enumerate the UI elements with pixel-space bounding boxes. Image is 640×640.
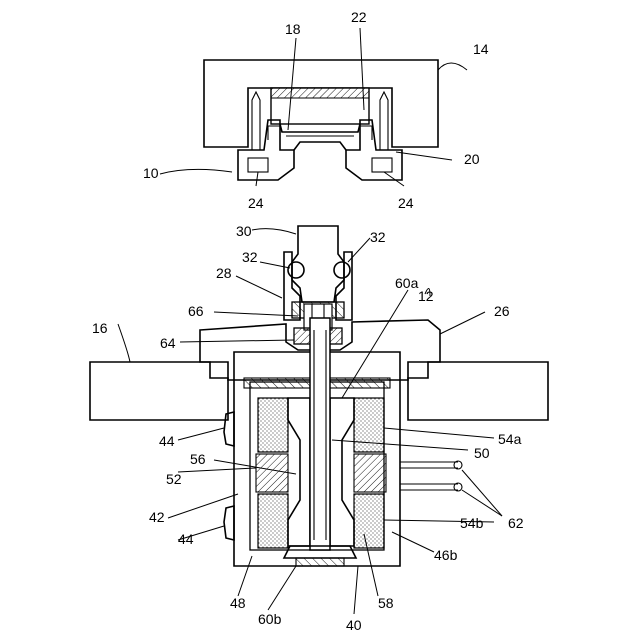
label-30: 30 — [236, 223, 252, 239]
lead-wires-62 — [400, 461, 462, 491]
label-56: 56 — [190, 451, 206, 467]
label-46b: 46b — [434, 547, 458, 563]
label-16: 16 — [92, 320, 108, 336]
screws-44 — [224, 412, 234, 540]
label-20: 20 — [464, 151, 480, 167]
socket-18-22 — [268, 124, 372, 150]
label-32-right: 32 — [370, 229, 386, 245]
label-54a: 54a — [498, 431, 522, 447]
label-40: 40 — [346, 617, 362, 633]
label-66: 66 — [188, 303, 204, 319]
label-48: 48 — [230, 595, 246, 611]
label-50: 50 — [474, 445, 490, 461]
label-28: 28 — [216, 265, 232, 281]
label-10: 10 — [143, 165, 159, 181]
label-26: 26 — [494, 303, 510, 319]
label-60a: 60a — [395, 275, 419, 291]
label-60b: 60b — [258, 611, 282, 627]
upper-plate-14 — [204, 60, 438, 147]
label-24-right: 24 — [398, 195, 414, 211]
lock-balls-32 — [288, 262, 350, 278]
label-64: 64 — [160, 335, 176, 351]
label-22: 22 — [351, 9, 367, 25]
label-54b: 54b — [460, 515, 484, 531]
label-14: 14 — [473, 41, 489, 57]
label-42: 42 — [149, 509, 165, 525]
label-44-lower: 44 — [178, 531, 194, 547]
label-18: 18 — [285, 21, 301, 37]
label-62: 62 — [508, 515, 524, 531]
piston-rod-50 — [310, 318, 330, 550]
label-12: 12 — [418, 288, 434, 304]
label-32-left: 32 — [242, 249, 258, 265]
label-52: 52 — [166, 471, 182, 487]
label-24-left: 24 — [248, 195, 264, 211]
label-58: 58 — [378, 595, 394, 611]
mount-body-10 — [238, 120, 402, 180]
label-44-upper: 44 — [159, 433, 175, 449]
